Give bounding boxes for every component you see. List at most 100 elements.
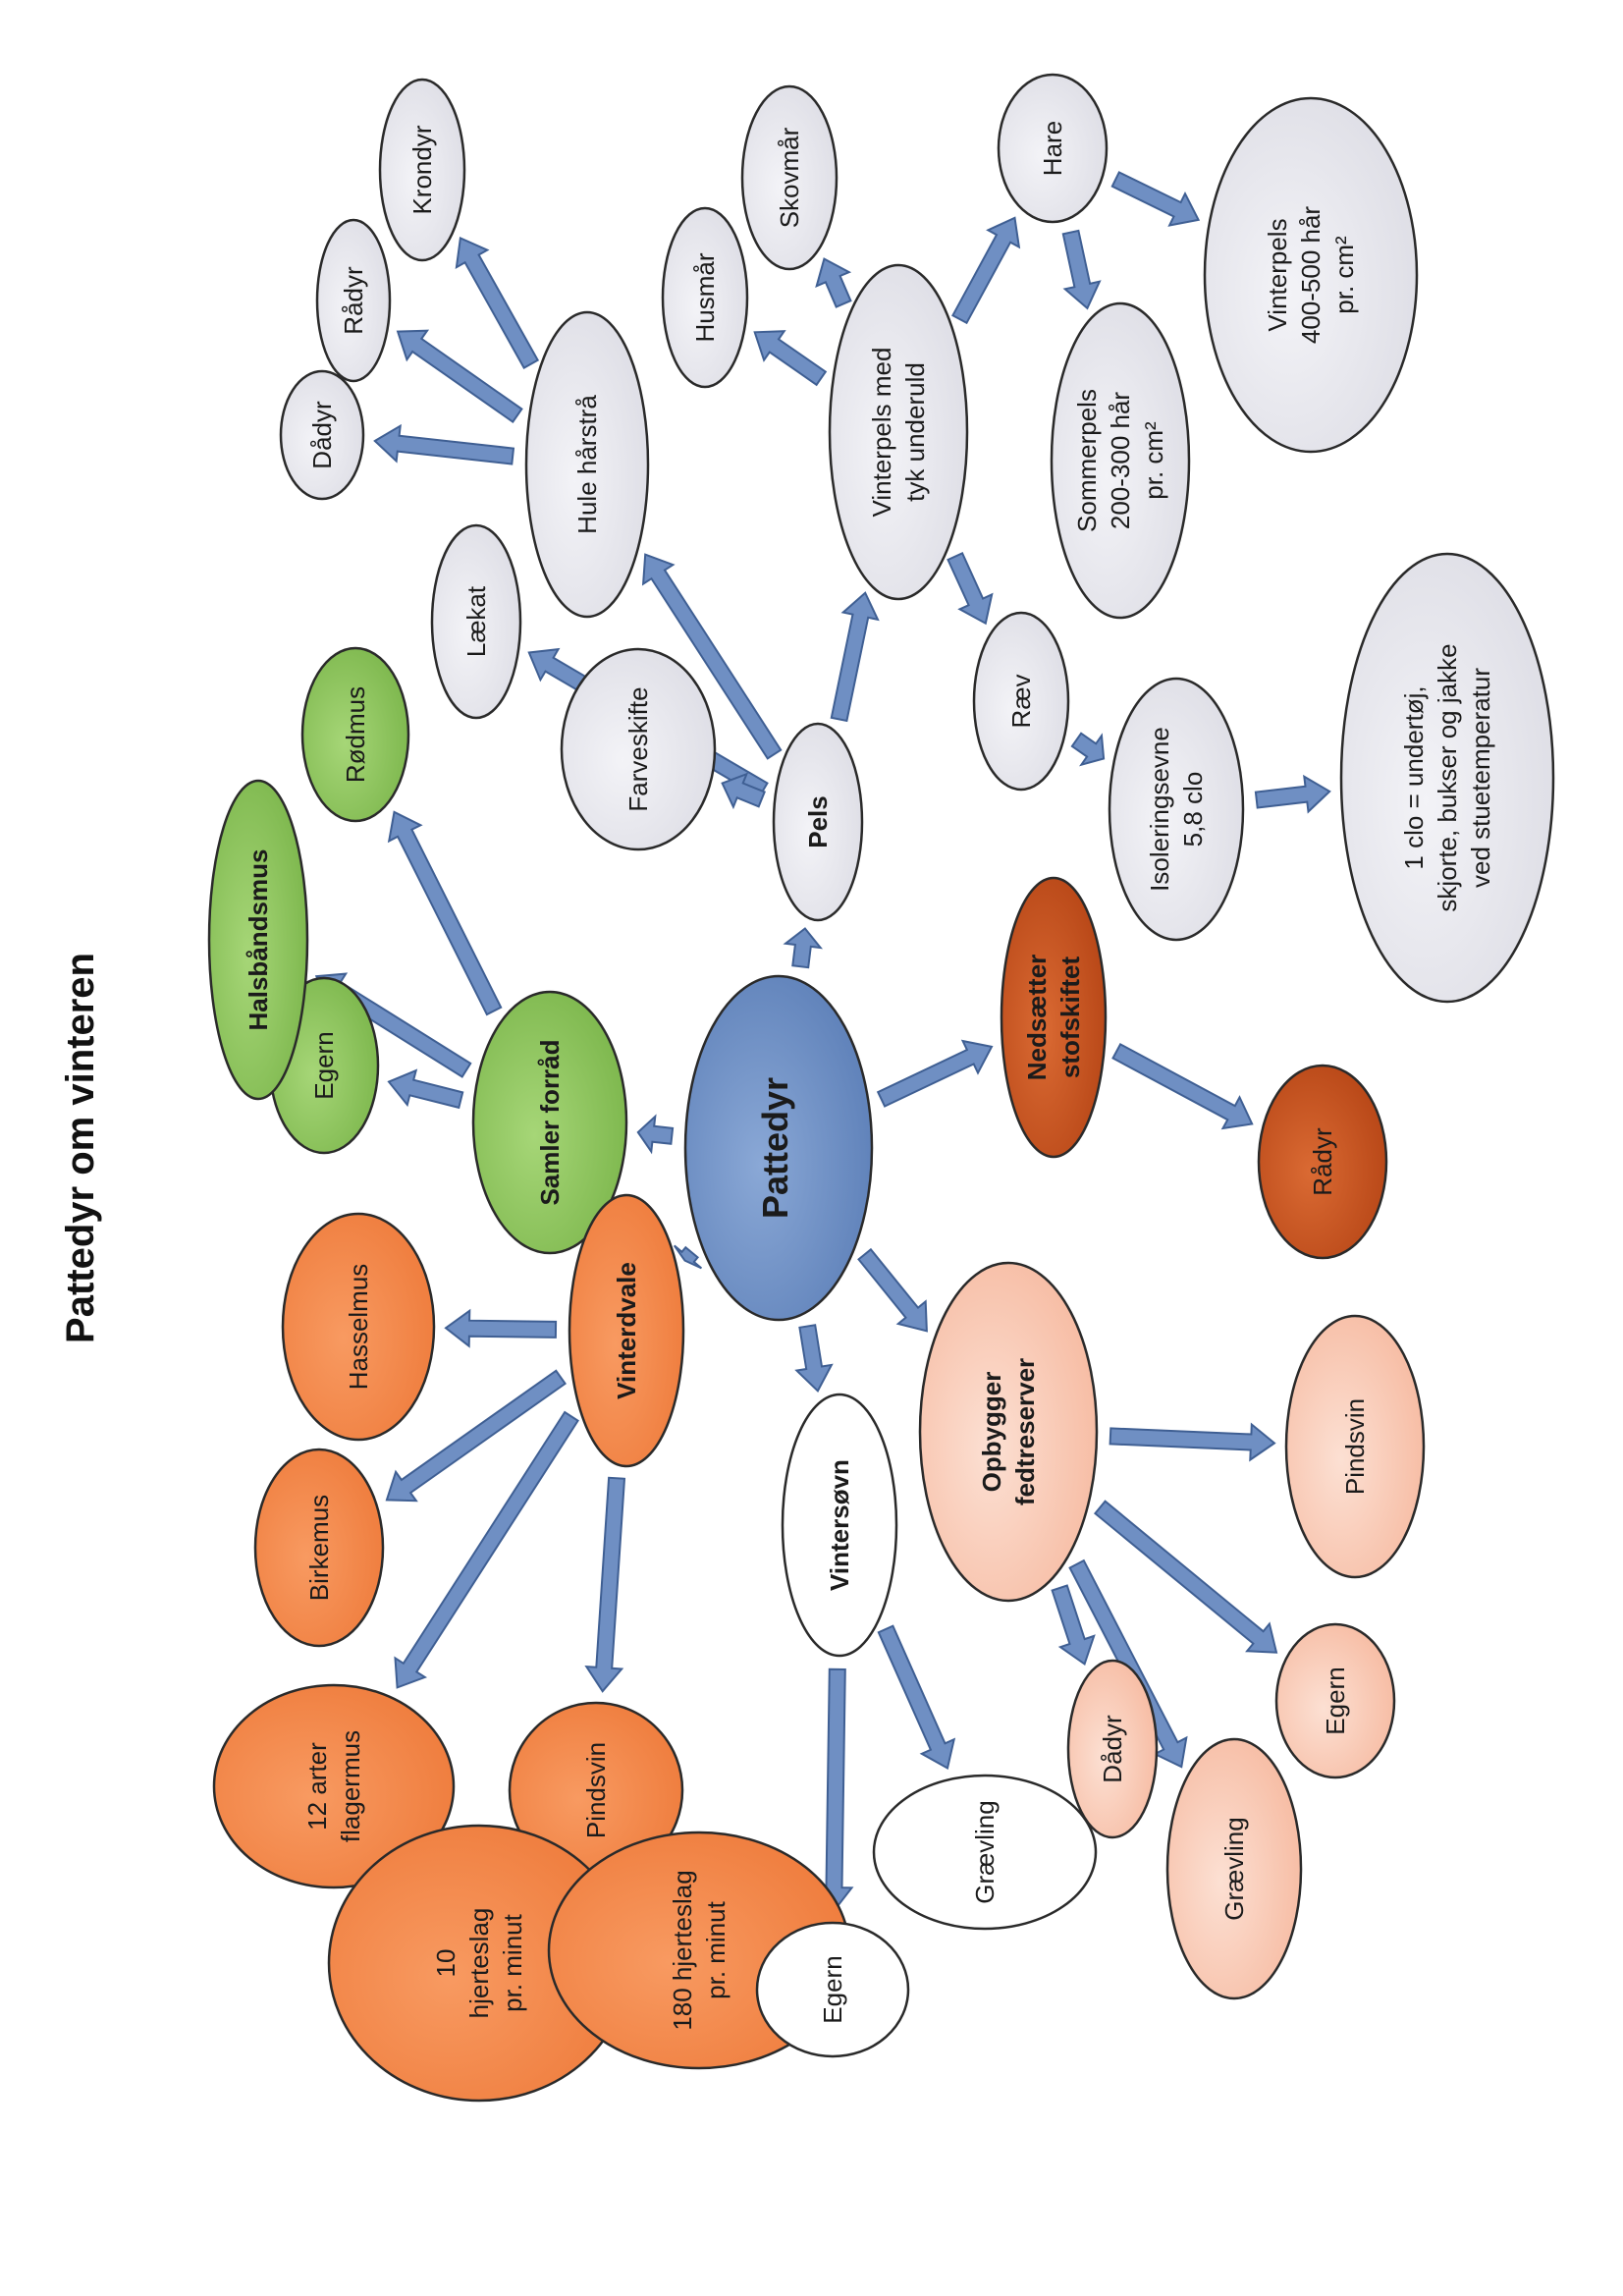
node-label: Hule hårstrå [572,395,602,534]
node-shape [568,1193,685,1468]
arrow-hare-to-sommerpels [1061,229,1102,310]
node-hare: Hare [997,73,1109,224]
node-shape [1339,552,1555,1004]
node-label: Birkemus [304,1495,334,1601]
node-label: pr. minut [498,1913,527,2011]
node-shape [281,1212,436,1442]
arrow-hare-to-vinterpels-haar [1110,171,1201,227]
arrow-vinterpels-uld-to-hare [951,216,1021,325]
node-shape [207,779,309,1101]
node-label: Hasselmus [344,1264,373,1391]
node-label: Egern [309,1031,339,1099]
node-pattedyr: Pattedyr [683,974,874,1322]
arrow-pels-to-vinterpels-uld [830,591,880,723]
node-pels: Pels [772,722,864,922]
node-shape [683,974,874,1322]
node-shape [1050,301,1191,620]
node-halsbaandsmus: Halsbåndsmus [207,779,309,1101]
node-roedmus: Rødmus [300,646,410,823]
node-shape [1165,1737,1303,2000]
arrow-isolering-to-clo [1254,774,1331,814]
node-shape [781,1393,898,1658]
arrow-vinterpels-uld-to-raev [947,551,994,626]
node-shape [212,1683,456,1889]
arrow-opbygger-to-egern-fedt [1093,1500,1278,1654]
node-shape [1284,1314,1426,1579]
node-raev: Ræv [972,611,1070,792]
node-label: Krondyr [407,125,437,214]
node-label: Sommerpels [1072,389,1102,532]
arrow-hule-to-raadyr-hule [396,329,523,423]
node-label: Pindsvin [1340,1398,1370,1495]
node-vinterdvale: Vinterdvale [568,1193,685,1468]
arrow-hule-to-krondyr [455,236,540,369]
node-shape [471,990,628,1255]
node-shape [772,722,864,922]
arrow-opbygger-to-graevling-fedt [1068,1558,1188,1769]
node-label: 5,8 clo [1178,772,1208,847]
node-label: Skovmår [775,127,804,228]
node-shape [972,611,1070,792]
node-label: stofskiftet [1055,957,1085,1079]
node-label: Opbygger [977,1372,1006,1493]
node-label: hjerteslag [464,1908,494,2019]
arrow-pattedyr-to-nedsaetter [876,1039,994,1108]
node-shape [872,1774,1098,1931]
arrow-pels-to-hule [641,553,783,760]
node-label: Halsbåndsmus [243,849,273,1031]
node-shape [755,1921,910,2058]
node-laekat: Lækat [430,523,522,720]
node-label: ved stuetemperatur [1466,668,1495,888]
arrow-opbygger-to-daadyr-fedt [1051,1584,1096,1666]
arrow-samler-to-egern-samler [387,1068,464,1110]
node-label: Farveskifte [623,686,653,811]
node-label: tyk underuld [900,362,930,502]
arrow-vinterdvale-to-pindsvin-dvale [584,1476,626,1693]
node-label: Pattedyr [755,1077,795,1219]
arrow-vinterdvale-to-birkemus [385,1369,567,1503]
node-egern-fedt: Egern [1274,1622,1396,1779]
node-label: 12 arter [302,1742,332,1831]
arrow-pattedyr-to-vinterdvale [673,1244,703,1270]
node-label: Husmår [690,252,720,342]
arrow-vintersoevn-to-egern-soevn [814,1667,854,1913]
node-daadyr-hule: Dådyr [279,369,365,501]
node-hule: Hule hårstrå [524,310,650,619]
node-shape [1066,1659,1159,1839]
node-label: Egern [818,1955,847,2023]
node-krondyr: Krondyr [378,78,466,262]
node-shape [828,263,969,601]
node-shape [918,1261,1099,1603]
node-label: Pels [803,795,833,848]
node-label: Vinterpels med [867,348,896,518]
node-shape [300,646,410,823]
node-shape [315,218,392,383]
node-shape [430,523,522,720]
node-shape [997,73,1109,224]
node-shape [1000,876,1108,1159]
node-farveskifte: Farveskifte [560,647,717,851]
node-shape [1203,96,1419,454]
node-label: 1 clo = undertøj, [1399,685,1429,869]
node-raadyr-hule: Rådyr [315,218,392,383]
node-label: Hare [1038,121,1067,176]
node-label: fedtreserver [1010,1358,1040,1505]
arrow-pattedyr-to-samler [636,1114,675,1155]
arrow-pattedyr-to-opbygger [857,1247,928,1333]
arrow-pattedyr-to-pels [783,927,824,969]
node-label: skjorte, bukser og jakke [1433,643,1462,911]
arrow-raev-to-isolering [1070,732,1106,767]
node-shape [740,84,839,271]
node-vintersoevn: Vintersøvn [781,1393,898,1658]
node-label: Vintersøvn [825,1459,854,1591]
node-label: Dådyr [307,401,337,469]
node-shape [253,1448,385,1648]
diagram-title: Pattedyr om vinteren [59,953,102,1343]
